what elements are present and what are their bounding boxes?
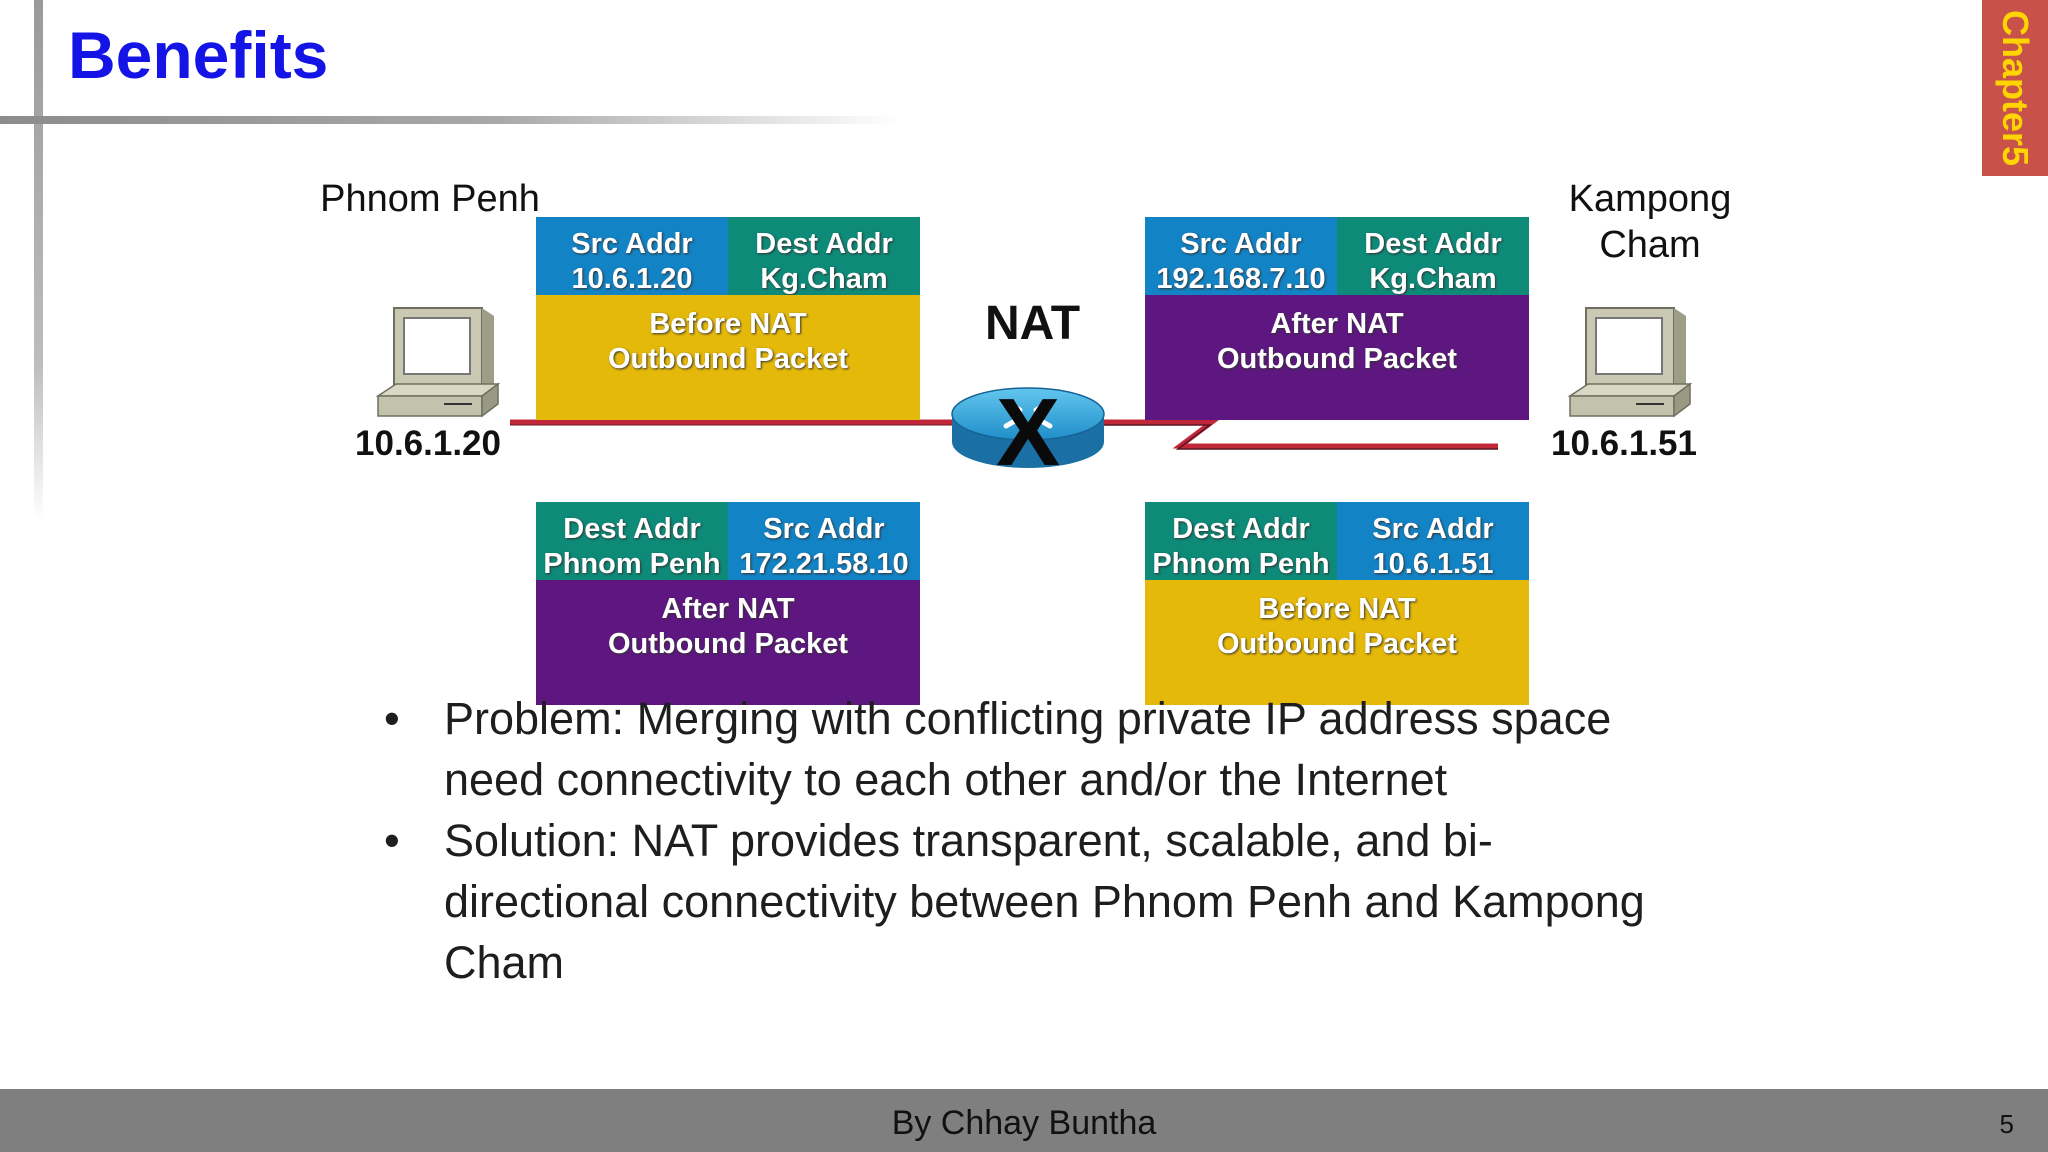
right-serial-link — [1100, 419, 1498, 449]
cell-value: 10.6.1.20 — [571, 263, 693, 295]
packet-after-nat-inbound-left: Dest Addr Phnom Penh Src Addr 172.21.58.… — [536, 502, 920, 705]
bullet-marker: • — [384, 693, 400, 744]
packet-dest-cell: Dest Addr Kg.Cham — [1337, 217, 1529, 295]
left-host-ip: 10.6.1.20 — [355, 424, 501, 463]
slide-footer: By Chhay Buntha 5 — [0, 1089, 2048, 1152]
packet-status-cell: Before NAT Outbound Packet — [1145, 580, 1529, 705]
packet-src-cell: Src Addr 10.6.1.20 — [536, 217, 728, 295]
packet-status-cell: After NAT Outbound Packet — [1145, 295, 1529, 420]
left-computer-icon — [375, 307, 501, 418]
packet-status-line1: Before NAT — [1258, 593, 1416, 625]
right-site-name-line1: Kampong — [1568, 178, 1732, 220]
nat-router-icon: X — [951, 379, 1105, 474]
cell-label: Dest Addr — [1172, 513, 1310, 545]
bullet-text-line: Solution: NAT provides transparent, scal… — [444, 815, 1493, 866]
page-number: 5 — [1999, 1109, 2014, 1139]
packet-src-cell: Src Addr 172.21.58.10 — [728, 502, 920, 580]
cell-value: Phnom Penh — [1152, 548, 1330, 580]
cell-label: Src Addr — [1180, 228, 1302, 260]
packet-status-cell: Before NAT Outbound Packet — [536, 295, 920, 420]
bullet-marker: • — [384, 815, 400, 866]
packet-status-line1: Before NAT — [649, 308, 807, 340]
right-site-name: Kampong Cham — [1530, 176, 1770, 268]
packet-dest-cell: Dest Addr Kg.Cham — [728, 217, 920, 295]
cell-value: Kg.Cham — [760, 263, 888, 295]
bullet-text-line: Cham — [444, 937, 565, 988]
cell-value: 10.6.1.51 — [1372, 548, 1494, 580]
packet-dest-cell: Dest Addr Phnom Penh — [536, 502, 728, 580]
packet-status-line2: Outbound Packet — [1216, 343, 1458, 375]
router-label: NAT — [985, 297, 1081, 350]
slide-left-accent-bar — [34, 0, 43, 520]
title-underline-bar — [0, 116, 900, 124]
bullet-list: • Problem: Merging with conflicting priv… — [380, 688, 1720, 993]
bullet-text-line: need connectivity to each other and/or t… — [444, 754, 1448, 805]
right-computer-icon — [1567, 307, 1693, 418]
nat-diagram: Phnom Penh Kampong Cham 10.6.1.20 10.6.1… — [320, 176, 1770, 705]
right-host-ip: 10.6.1.51 — [1551, 424, 1697, 463]
chapter-tab-label: Chapter5 — [1995, 9, 2036, 167]
cell-label: Src Addr — [1372, 513, 1494, 545]
packet-status-line2: Outbound Packet — [1216, 628, 1458, 660]
packet-before-nat-inbound-right: Dest Addr Phnom Penh Src Addr 10.6.1.51 … — [1145, 502, 1529, 705]
network-links — [510, 419, 1498, 450]
bullet-text-line: directional connectivity between Phnom P… — [444, 876, 1645, 927]
cell-label: Src Addr — [571, 228, 693, 260]
packet-src-cell: Src Addr 10.6.1.51 — [1337, 502, 1529, 580]
left-site-name: Phnom Penh — [320, 178, 540, 220]
packet-dest-cell: Dest Addr Phnom Penh — [1145, 502, 1337, 580]
packet-status-line2: Outbound Packet — [607, 628, 849, 660]
cell-label: Dest Addr — [1364, 228, 1502, 260]
packet-src-cell: Src Addr 192.168.7.10 — [1145, 217, 1337, 295]
packet-status-line1: After NAT — [661, 593, 795, 625]
cell-value: 172.21.58.10 — [739, 548, 909, 580]
packet-status-cell: After NAT Outbound Packet — [536, 580, 920, 705]
slide-title: Benefits — [68, 18, 329, 92]
right-site-name-line2: Cham — [1599, 224, 1701, 266]
svg-text:X: X — [996, 379, 1060, 474]
bullet-text-line: Problem: Merging with conflicting privat… — [444, 693, 1612, 744]
bullet-item-solution: • Solution: NAT provides transparent, sc… — [380, 810, 1720, 993]
cell-label: Src Addr — [763, 513, 885, 545]
chapter-tab: Chapter5 — [1982, 0, 2048, 176]
packet-after-nat-outbound-right: Src Addr 192.168.7.10 Dest Addr Kg.Cham … — [1145, 217, 1529, 420]
cell-value: Kg.Cham — [1369, 263, 1497, 295]
packet-status-line1: After NAT — [1270, 308, 1404, 340]
footer-author: By Chhay Buntha — [891, 1104, 1157, 1142]
cell-label: Dest Addr — [755, 228, 893, 260]
cell-value: Phnom Penh — [543, 548, 721, 580]
bullet-item-problem: • Problem: Merging with conflicting priv… — [380, 688, 1720, 810]
cell-value: 192.168.7.10 — [1156, 263, 1326, 295]
cell-label: Dest Addr — [563, 513, 701, 545]
packet-before-nat-outbound-left: Src Addr 10.6.1.20 Dest Addr Kg.Cham Bef… — [536, 217, 920, 420]
packet-status-line2: Outbound Packet — [607, 343, 849, 375]
